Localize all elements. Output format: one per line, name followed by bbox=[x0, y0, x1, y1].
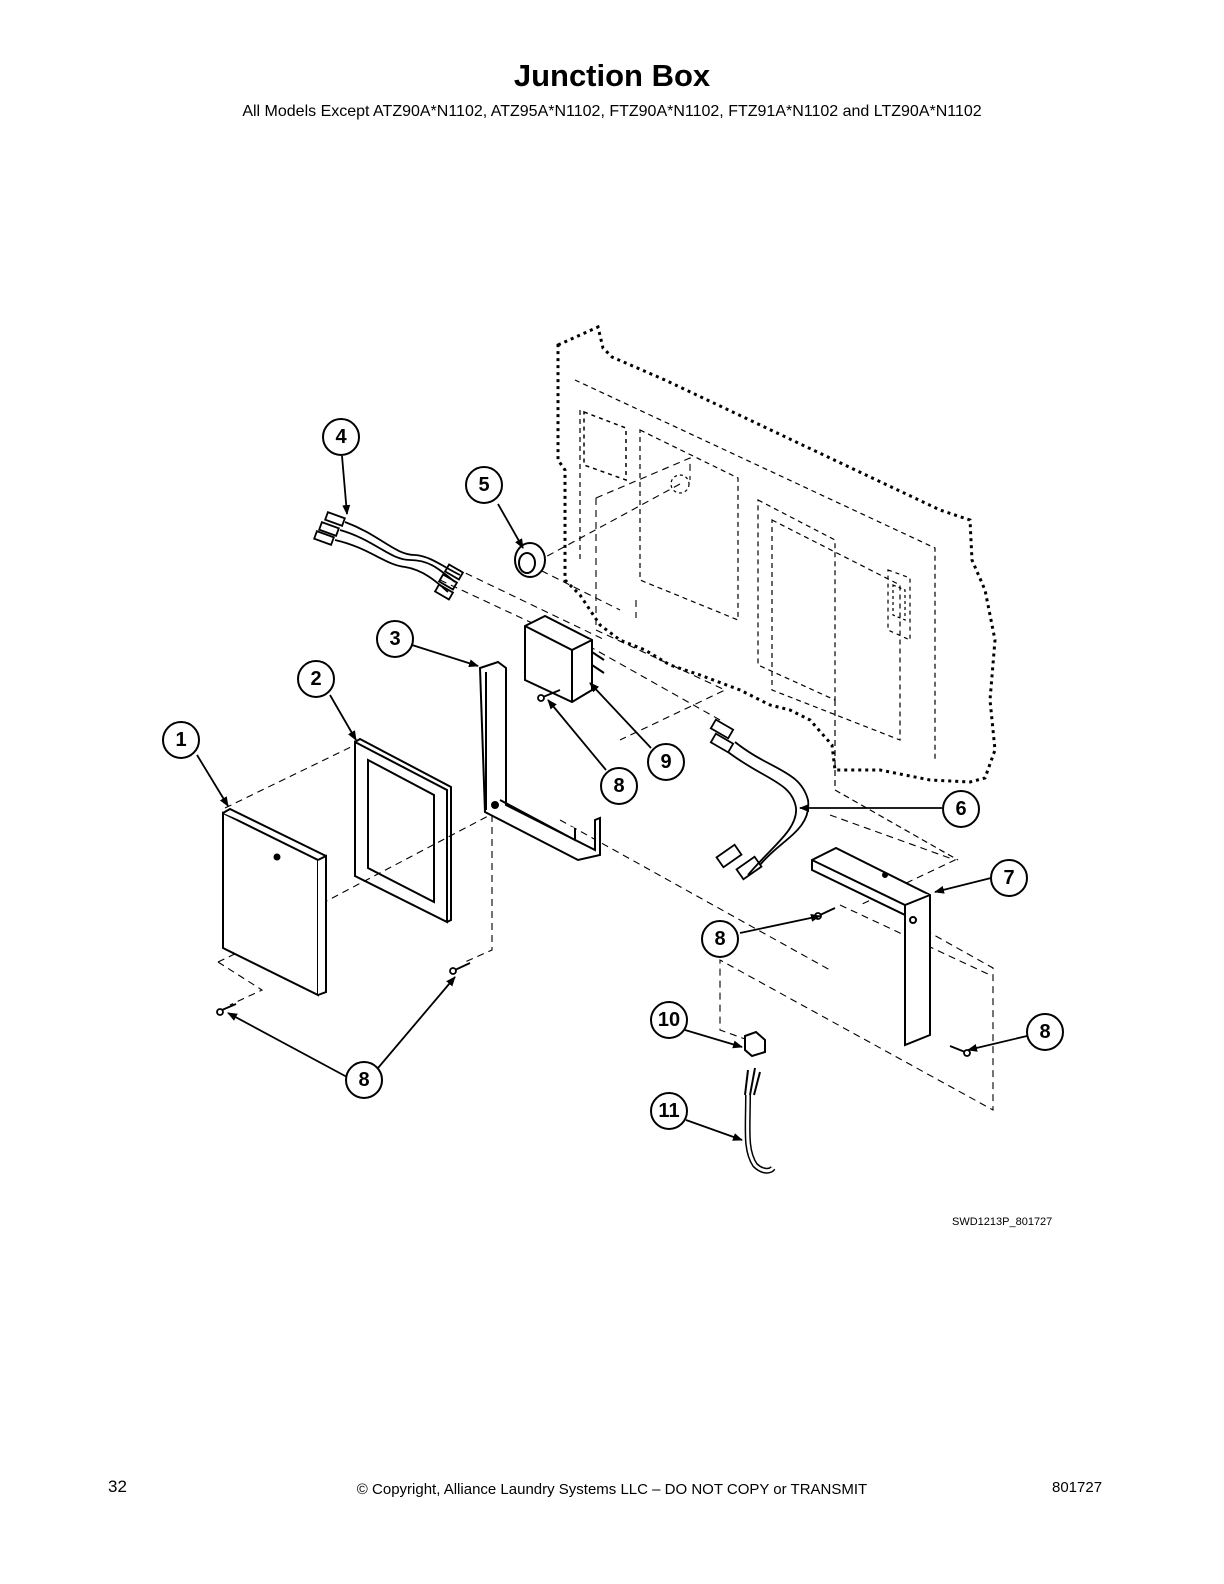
callout-6: 6 bbox=[942, 790, 980, 828]
part-4-wire-harness bbox=[313, 511, 465, 601]
callout-8: 8 bbox=[1026, 1013, 1064, 1051]
callout-8: 8 bbox=[701, 920, 739, 958]
callout-7: 7 bbox=[990, 859, 1028, 897]
svg-text:11: 11 bbox=[658, 1100, 679, 1122]
part-9-module bbox=[524, 614, 605, 704]
callout-8: 8 bbox=[345, 1061, 383, 1099]
svg-text:8: 8 bbox=[714, 928, 725, 950]
svg-text:2: 2 bbox=[310, 668, 321, 690]
page-subtitle: All Models Except ATZ90A*N1102, ATZ95A*N… bbox=[242, 103, 982, 120]
svg-text:6: 6 bbox=[955, 798, 966, 820]
svg-text:8: 8 bbox=[613, 775, 624, 797]
copyright-notice: © Copyright, Alliance Laundry Systems LL… bbox=[356, 1481, 868, 1498]
part-10-block bbox=[744, 1030, 766, 1058]
part-3-bracket bbox=[478, 660, 601, 862]
part-7-bracket bbox=[811, 846, 931, 1047]
part-2-gasket bbox=[354, 737, 452, 924]
svg-text:3: 3 bbox=[389, 628, 400, 650]
svg-text:1: 1 bbox=[175, 729, 186, 751]
callout-8: 8 bbox=[600, 767, 638, 805]
page-number: 32 bbox=[108, 1477, 127, 1496]
svg-text:8: 8 bbox=[358, 1069, 369, 1091]
page-title: Junction Box bbox=[513, 58, 711, 93]
part-5-grommet bbox=[514, 542, 546, 578]
svg-text:10: 10 bbox=[658, 1009, 680, 1031]
callout-4: 4 bbox=[322, 418, 360, 456]
callouts: 1 2 3 4 5 6 7 8 8 8 8 8 9 10 11 bbox=[162, 418, 1064, 1130]
svg-text:4: 4 bbox=[335, 426, 347, 448]
screws bbox=[216, 689, 971, 1057]
callout-5: 5 bbox=[465, 466, 503, 504]
callout-10: 10 bbox=[650, 1001, 688, 1039]
svg-text:9: 9 bbox=[660, 751, 671, 773]
part-6-wire-harness bbox=[709, 718, 810, 881]
part-1-cover-panel bbox=[222, 807, 327, 997]
part-11-power-cord bbox=[744, 1067, 776, 1174]
callout-9: 9 bbox=[647, 743, 685, 781]
callout-3: 3 bbox=[376, 620, 414, 658]
svg-text:8: 8 bbox=[1039, 1021, 1050, 1043]
callout-2: 2 bbox=[297, 660, 335, 698]
drawing-id: SWD1213P_801727 bbox=[952, 1216, 1053, 1228]
svg-text:7: 7 bbox=[1003, 867, 1014, 889]
callout-11: 11 bbox=[650, 1092, 688, 1130]
cabinet-panel bbox=[556, 324, 997, 861]
document-number: 801727 bbox=[1052, 1479, 1103, 1496]
svg-text:5: 5 bbox=[478, 474, 489, 496]
leader-arrows bbox=[196, 455, 1028, 1141]
callout-1: 1 bbox=[162, 721, 200, 759]
